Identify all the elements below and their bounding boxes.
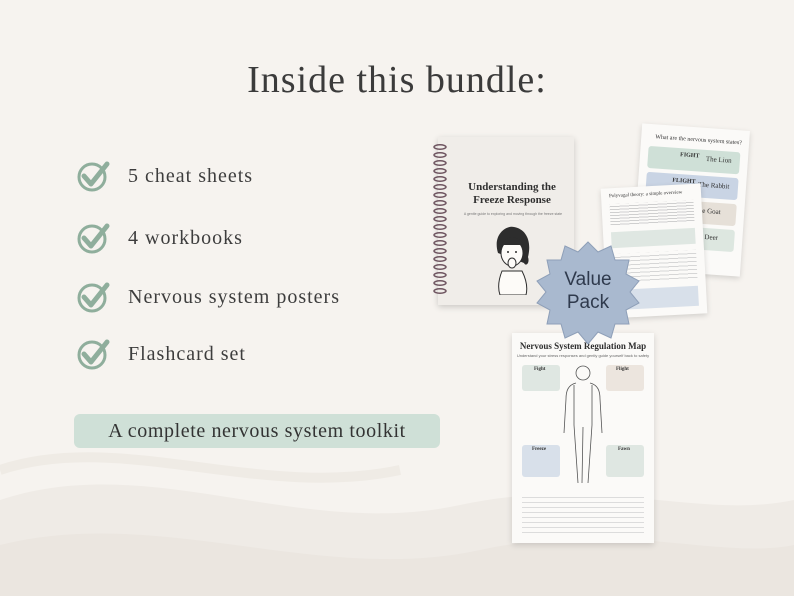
state-label: The Lion [705,154,732,165]
value-pack-badge [536,241,640,345]
poster-title: Nervous System Regulation Map [519,341,647,351]
state-card [606,365,644,391]
check-circle-icon [77,339,110,370]
feature-label: Flashcard set [128,342,246,365]
check-circle-icon [77,282,110,313]
tagline-pill: A complete nervous system toolkit [74,414,440,448]
state-card [522,365,560,391]
feature-item: 4 workbooks [76,220,243,256]
feature-label: Nervous system posters [128,285,340,308]
badge-line: Value [564,269,612,290]
polyvagal-title: Polyvagal theory: a simple overview [608,190,683,200]
workbook-subtitle: A gentle guide to exploring and moving t… [463,212,563,216]
feature-item: Nervous system posters [76,279,340,315]
feature-item: Flashcard set [76,336,246,372]
text-block [609,199,695,227]
girl-illustration-icon [496,226,530,295]
badge-label: Value Pack [530,268,646,314]
state-label: Freeze [532,447,547,452]
poster-subtitle: Understand your stress responses and gen… [516,353,650,358]
state-card [522,445,560,477]
body-outline-icon [563,365,603,484]
workbook-title: Understanding the Freeze Response [468,181,556,206]
state-label: e Goat [701,206,721,217]
page-title: Inside this bundle: [247,59,547,101]
regulation-map-poster: Nervous System Regulation Map Understand… [512,333,654,543]
state-card [606,445,644,477]
state-label: Fight [534,367,546,372]
state-label: Deer [704,233,719,242]
state-label: Fawn [618,447,630,452]
feature-item: 5 cheat sheets [76,158,253,194]
check-circle-icon [77,161,110,192]
spiral-binding-icon [433,144,447,294]
text-block [522,493,644,533]
state-label: Flight [616,367,629,372]
feature-label: 4 workbooks [128,226,243,249]
cheat-sheet-title: What are the nervous system states? [655,134,743,147]
check-circle-icon [77,223,110,254]
state-label: FIGHT [679,152,700,160]
badge-line: Pack [566,292,610,313]
feature-label: 5 cheat sheets [128,164,254,187]
